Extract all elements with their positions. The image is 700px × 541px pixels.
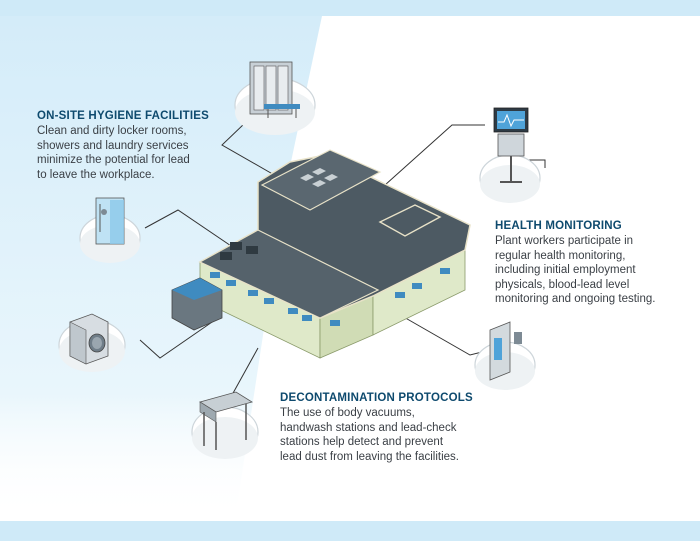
hygiene-line: to leave the workplace. bbox=[37, 168, 155, 181]
decon-line: lead dust from leaving the facilities. bbox=[280, 450, 459, 463]
washing-machine-icon bbox=[58, 313, 126, 372]
health-line: physicals, blood-lead level bbox=[495, 278, 630, 291]
hygiene-line: minimize the potential for lead bbox=[37, 154, 190, 167]
decon-line: stations help detect and prevent bbox=[280, 436, 444, 449]
top-band bbox=[0, 0, 700, 16]
factory-building bbox=[171, 149, 471, 359]
decon-description: The use of body vacuums, handwash statio… bbox=[280, 406, 480, 464]
health-line: including initial employment bbox=[495, 264, 636, 277]
health-callout: HEALTH MONITORING Plant workers particip… bbox=[495, 220, 685, 307]
decon-title: DECONTAMINATION PROTOCOLS bbox=[280, 392, 473, 404]
shower-icon bbox=[79, 197, 141, 263]
health-monitor-cart-icon bbox=[479, 107, 541, 203]
decon-line: The use of body vacuums, bbox=[280, 407, 415, 419]
lead-check-station-icon bbox=[474, 321, 536, 390]
hygiene-callout: ON-SITE HYGIENE FACILITIES Clean and dir… bbox=[37, 110, 237, 182]
hygiene-title: ON-SITE HYGIENE FACILITIES bbox=[37, 110, 209, 122]
bottom-band bbox=[0, 521, 700, 541]
hygiene-line: Clean and dirty locker rooms, bbox=[37, 125, 187, 137]
health-line: regular health monitoring, bbox=[495, 249, 626, 262]
health-title: HEALTH MONITORING bbox=[495, 220, 622, 232]
locker-room-icon bbox=[234, 61, 316, 135]
handwash-station-icon bbox=[191, 391, 259, 459]
hygiene-description: Clean and dirty locker rooms, showers an… bbox=[37, 124, 237, 182]
decon-line: handwash stations and lead-check bbox=[280, 421, 457, 434]
health-description: Plant workers participate in regular hea… bbox=[495, 234, 685, 307]
health-line: Plant workers participate in bbox=[495, 235, 634, 247]
hygiene-line: showers and laundry services bbox=[37, 139, 189, 152]
decon-callout: DECONTAMINATION PROTOCOLS The use of bod… bbox=[280, 392, 480, 464]
light-wedge bbox=[0, 16, 322, 520]
health-line: monitoring and ongoing testing. bbox=[495, 293, 656, 306]
